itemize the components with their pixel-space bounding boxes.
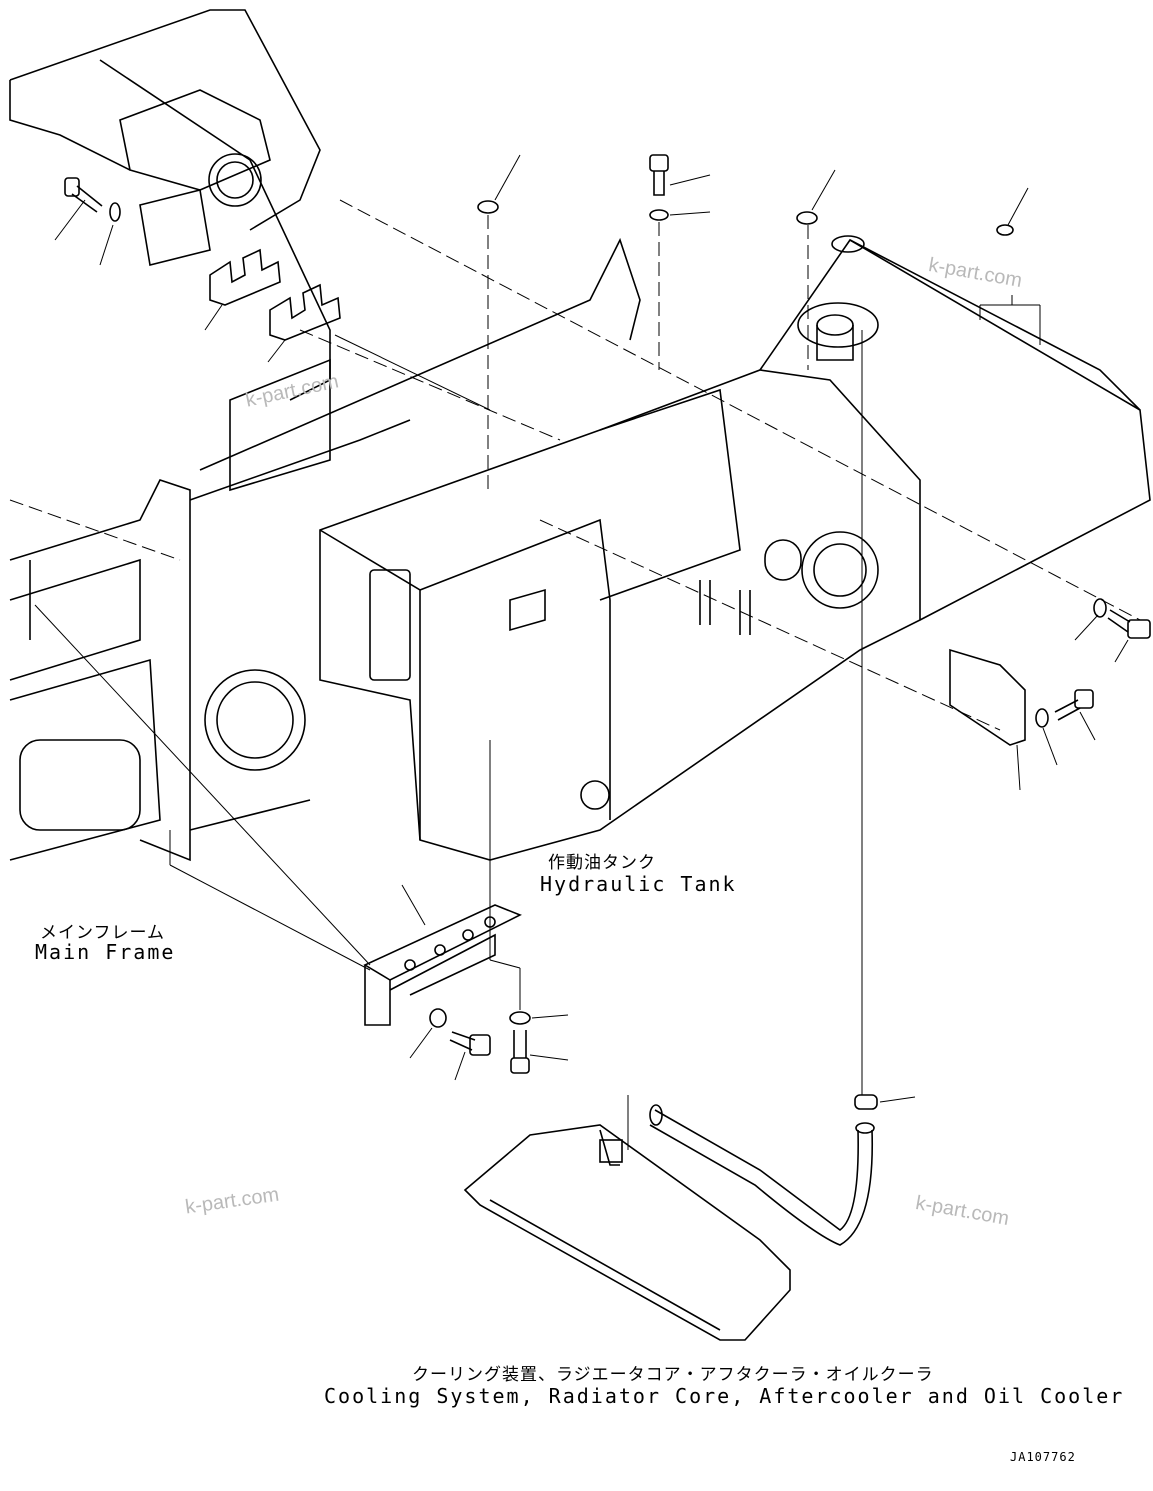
hydraulic-tank-label-en: Hydraulic Tank <box>540 872 737 896</box>
main-frame <box>9 9 641 862</box>
main-frame-label-jp: メインフレーム <box>40 923 165 943</box>
reference-lines <box>9 199 1141 1150</box>
hydraulic-tank-label-jp: 作動油タンク <box>548 853 656 873</box>
fasteners <box>54 154 1151 1081</box>
cooling-label-jp: クーリング装置、ラジエータコア・アフタクーラ・オイルクーラ <box>412 1365 934 1385</box>
hose <box>649 1104 875 1246</box>
shims <box>204 248 341 363</box>
hydraulic-tank <box>319 235 1151 861</box>
cover-plate <box>949 648 1026 791</box>
cooling-label-en: Cooling System, Radiator Core, Aftercool… <box>324 1384 1125 1408</box>
drawing-code: JA107762 <box>1010 1450 1076 1464</box>
main-frame-label-en: Main Frame <box>35 940 176 964</box>
bracket <box>363 884 522 1026</box>
cooling-cover <box>463 1124 791 1341</box>
hose-clamp <box>854 1094 916 1110</box>
